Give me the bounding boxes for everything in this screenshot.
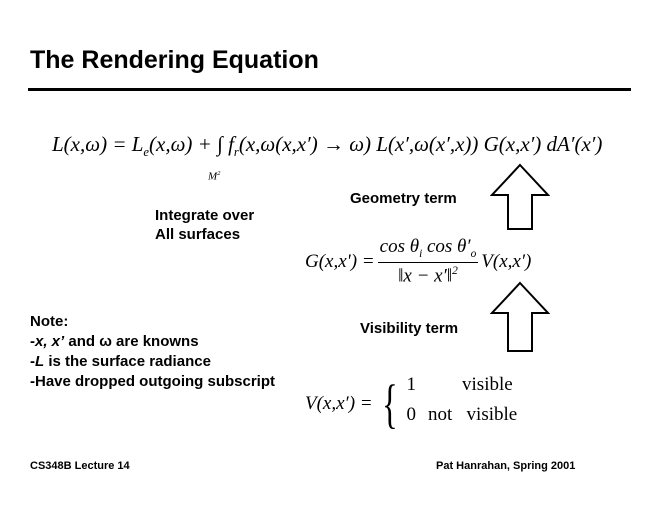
eq-le-args: (x,ω) + ∫	[149, 132, 229, 156]
note-vars: x, x’	[35, 333, 65, 350]
g-lhs: G(x,x') =	[305, 250, 375, 272]
eq-le: L	[131, 132, 144, 156]
note-block: Note: -x, x’ and ω are knowns -L is the …	[30, 312, 275, 392]
g-den: ‖x − x′‖	[398, 265, 453, 287]
integral-domain: M2	[208, 170, 220, 183]
note-heading: Note:	[30, 313, 69, 330]
v-case-2-label: not visible	[428, 404, 518, 425]
g-denominator: ‖x − x′‖2	[398, 263, 458, 287]
visibility-term-label: Visibility term	[360, 320, 459, 337]
note-line-2: -L is the surface radiance	[30, 352, 275, 372]
eq-rest: (x,ω(x,x′) → ω) L(x′,ω(x′,x)) G(x,x′) dA…	[238, 132, 603, 156]
visibility-equation: V(x,x′) = { 1 visible 0 not visible	[305, 374, 517, 434]
integrate-line-1: Integrate over	[155, 207, 255, 224]
note-line-3: -Have dropped outgoing subscript	[30, 373, 276, 390]
note-text: and ω are knowns	[64, 333, 199, 350]
up-arrow-icon	[490, 163, 550, 230]
up-arrow-icon	[490, 281, 550, 352]
g-fraction: cos θi cos θ′o ‖x − x′‖2	[377, 236, 479, 287]
eq-lhs: L(x,ω) =	[52, 132, 132, 156]
v-cases: 1 visible 0 not visible	[407, 374, 518, 434]
v-case-2-value: 0	[406, 404, 417, 425]
brace: {	[381, 374, 398, 434]
v-lhs: V(x,x′) =	[305, 393, 373, 414]
note-text: is the surface radiance	[44, 353, 211, 370]
g-numerator: cos θi cos θ′o	[377, 236, 479, 263]
integrate-label: Integrate over All surfaces	[155, 206, 254, 244]
v-case-1: 1 visible	[407, 374, 518, 404]
title-divider	[28, 88, 631, 91]
g-num-sub1: i	[419, 247, 423, 260]
footer-lecture: CS348B Lecture 14	[30, 460, 130, 472]
g-den-sup: 2	[452, 264, 458, 277]
note-line-1: -x, x’ and ω are knowns	[30, 332, 275, 352]
geometry-equation: G(x,x') = cos θi cos θ′o ‖x − x′‖2 V(x,x…	[305, 236, 531, 287]
eq-fr-sub: r	[233, 145, 239, 160]
g-rhs: V(x,x′)	[481, 250, 532, 272]
v-case-1-label: visible	[462, 374, 513, 395]
v-case-2: 0 not visible	[407, 404, 518, 434]
rendering-equation: L(x,ω) = Le(x,ω) + ∫ fr(x,ω(x,x′) → ω) L…	[52, 132, 602, 160]
integrate-line-2: All surfaces	[155, 226, 241, 243]
g-num-b: cos θ′	[422, 236, 471, 257]
geometry-term-label: Geometry term	[350, 190, 457, 207]
g-num-a: cos θ	[379, 236, 420, 257]
bullet: -	[30, 353, 35, 370]
g-num-sub2: o	[470, 247, 477, 260]
eq-fr: f	[228, 132, 234, 156]
domain-m: M	[208, 170, 218, 183]
eq-le-sub: e	[143, 145, 150, 160]
domain-sup: 2	[217, 170, 221, 177]
note-var: L	[35, 353, 45, 370]
bullet: -	[30, 333, 35, 350]
v-case-1-value: 1	[406, 374, 417, 395]
slide-title: The Rendering Equation	[30, 46, 319, 74]
footer-author: Pat Hanrahan, Spring 2001	[436, 460, 576, 472]
